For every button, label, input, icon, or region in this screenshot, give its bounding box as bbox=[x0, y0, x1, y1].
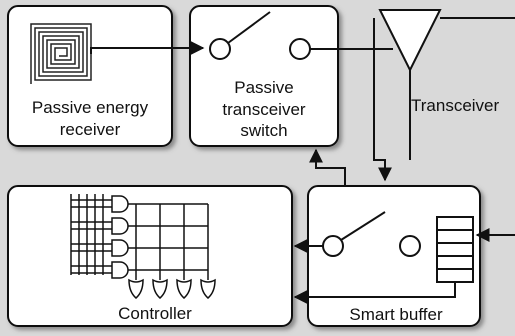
passive-energy-receiver-block: Passive energy receiver bbox=[7, 5, 173, 147]
energy-receiver-label-line2: receiver bbox=[60, 120, 121, 139]
transceiver-antenna-icon bbox=[378, 9, 442, 160]
switch-open-icon bbox=[322, 211, 421, 257]
arrow-receiver-to-switch bbox=[90, 41, 205, 55]
transceiver-label: Transceiver bbox=[411, 96, 500, 115]
controller-label: Controller bbox=[118, 304, 192, 323]
transceiver-switch-label-line1: Passive bbox=[234, 78, 294, 97]
connectors bbox=[90, 17, 515, 304]
passive-transceiver-switch-block: Passive transceiver switch bbox=[189, 5, 339, 147]
logic-array-icon bbox=[70, 194, 216, 299]
queue-buffer-icon bbox=[436, 216, 474, 283]
arrow-buffer-to-switch bbox=[309, 148, 346, 186]
smart-buffer-label: Smart buffer bbox=[349, 305, 443, 324]
arrow-queue-to-controller bbox=[293, 282, 456, 304]
transceiver-switch-label-line3: switch bbox=[240, 121, 287, 140]
arrow-transceiver-to-buffer bbox=[373, 18, 392, 182]
smart-buffer-block: Smart buffer bbox=[307, 185, 481, 327]
energy-receiver-label-line1: Passive energy bbox=[32, 98, 149, 117]
controller-block: Controller bbox=[7, 185, 293, 327]
transceiver-switch-label-line2: transceiver bbox=[222, 100, 305, 119]
